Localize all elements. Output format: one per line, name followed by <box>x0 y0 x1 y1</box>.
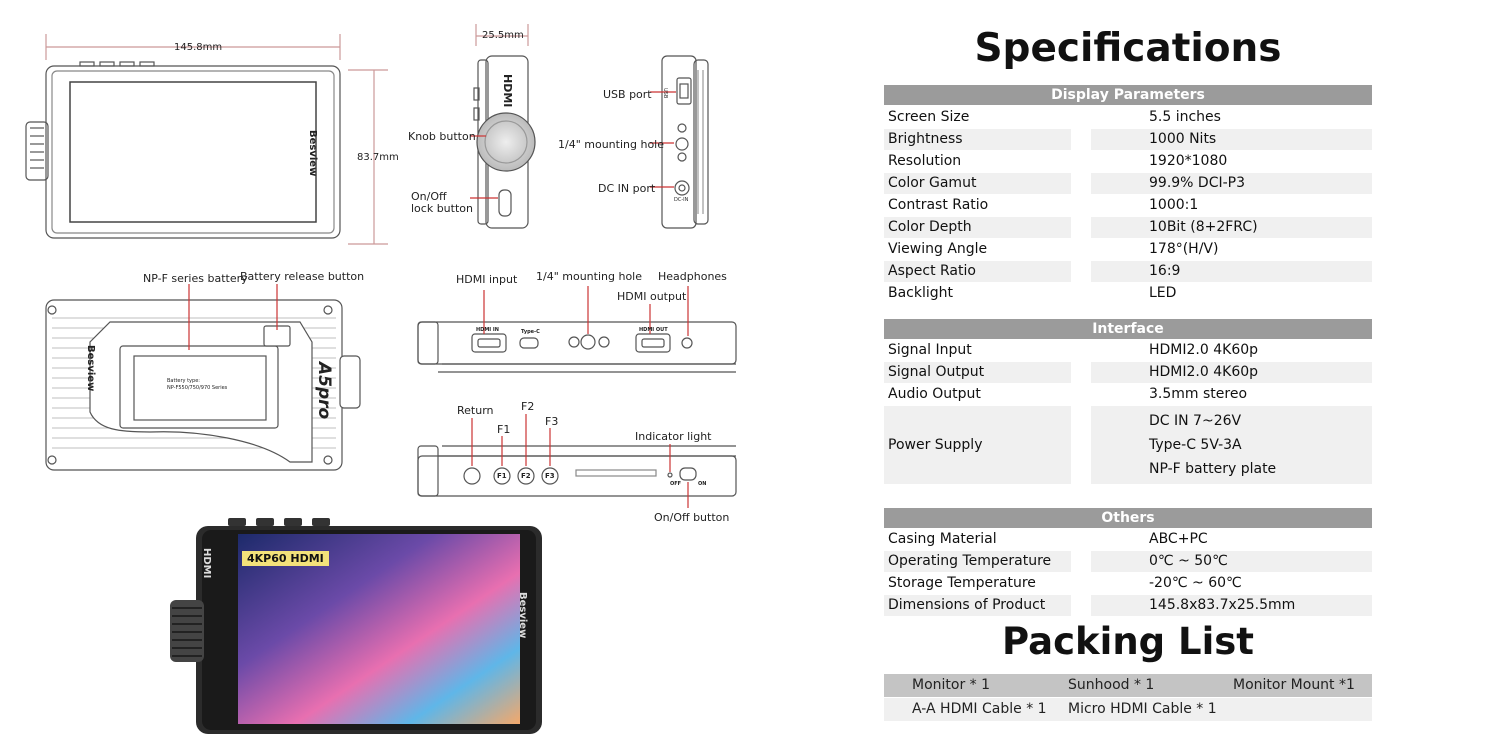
packing-list-title: Packing List <box>1002 620 1254 663</box>
bottom-mounting-hole-label: 1/4" mounting hole <box>536 270 642 283</box>
back-view <box>45 284 361 471</box>
typec-small-label: Type-C <box>521 329 540 335</box>
dc-in-small-label: DC-IN <box>674 197 689 203</box>
depth-dimension: 25.5mm <box>482 30 524 41</box>
section-header-display: Display Parameters <box>884 85 1372 105</box>
f1-button-text: F1 <box>497 472 507 480</box>
usb-small-label: USB <box>662 88 668 99</box>
power-value-2: Type-C 5V-3A <box>1149 437 1242 453</box>
specifications-title: Specifications <box>974 26 1282 71</box>
lock-button-label-line1: On/Off <box>411 190 447 203</box>
width-dimension: 145.8mm <box>174 42 223 53</box>
usb-port-label: USB port <box>603 88 652 101</box>
onoff-button-label: On/Off button <box>654 511 730 524</box>
packing-row: Monitor * 1 Sunhood * 1 Monitor Mount *1 <box>884 674 1372 697</box>
ports-view <box>417 286 737 373</box>
hdmi-input-label: HDMI input <box>456 273 518 286</box>
battery-type-text: Battery type: <box>167 378 200 384</box>
return-label: Return <box>457 404 494 417</box>
f2-label: F2 <box>521 400 535 413</box>
lock-button-label-line2: lock button <box>411 202 473 215</box>
power-value-3: NP-F battery plate <box>1149 461 1277 477</box>
on-small-label: ON <box>698 481 707 487</box>
front-brand-logo: Besview <box>307 130 318 177</box>
hdmi-output-label: HDMI output <box>617 290 687 303</box>
photo-hdmi-logo: HDMI <box>201 548 212 579</box>
f3-button-text: F3 <box>545 472 555 480</box>
height-dimension: 83.7mm <box>357 152 399 163</box>
side-hdmi-logo: HDMI <box>501 74 514 108</box>
f1-label: F1 <box>497 423 511 436</box>
battery-release-label: Battery release button <box>240 270 365 283</box>
spec-row-power: Power Supply DC IN 7~26V Type-C 5V-3A NP… <box>884 406 1372 484</box>
off-small-label: OFF <box>670 481 682 487</box>
photo-brand-logo: Besview <box>517 592 528 639</box>
f3-label: F3 <box>545 415 559 428</box>
section-header-interface: Interface <box>884 319 1372 339</box>
photo-4k-badge: 4KP60 HDMI <box>242 551 329 566</box>
headphones-label: Headphones <box>658 270 727 283</box>
spec-row: Storage Temperature-20℃ ~ 60℃ <box>888 575 1242 591</box>
back-brand-logo: Besview <box>85 345 96 392</box>
hdmi-out-small-label: HDMI OUT <box>639 327 668 333</box>
model-logo: A5pro <box>314 362 334 420</box>
packing-row: A-A HDMI Cable * 1 Micro HDMI Cable * 1 <box>884 698 1372 721</box>
battery-series-text: NP-F550/750/970 Series <box>167 385 228 391</box>
hdmi-in-small-label: HDMI IN <box>476 327 499 333</box>
technical-drawings <box>25 24 737 734</box>
dc-in-port-label: DC IN port <box>598 182 656 195</box>
f2-button-text: F2 <box>521 472 531 480</box>
right-side-view <box>650 55 709 229</box>
power-value-1: DC IN 7~26V <box>1149 413 1242 429</box>
front-view <box>25 34 388 245</box>
side-view <box>470 24 536 229</box>
side-mounting-hole-label: 1/4" mounting hole <box>558 138 664 151</box>
product-photo <box>170 518 542 734</box>
buttons-view <box>417 414 737 508</box>
knob-button-label: Knob button <box>408 130 476 143</box>
section-header-others: Others <box>884 508 1372 528</box>
battery-label: NP-F series battery <box>143 272 248 285</box>
indicator-light-label: Indicator light <box>635 430 712 443</box>
